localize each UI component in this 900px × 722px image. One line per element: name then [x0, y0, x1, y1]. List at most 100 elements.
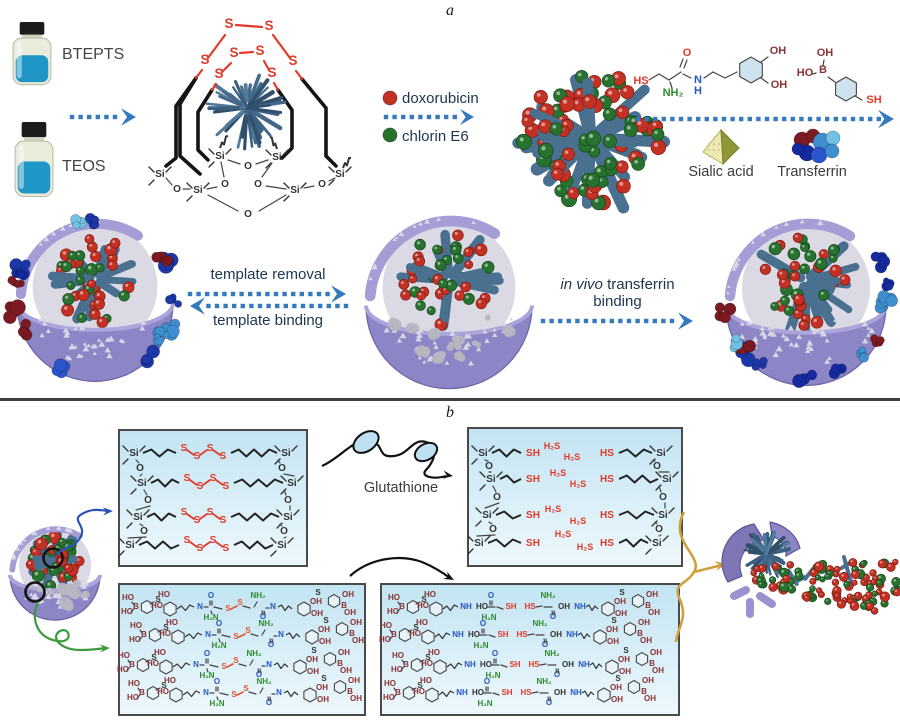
atom-label: S — [181, 507, 188, 518]
atom-label: H₂N — [209, 699, 224, 708]
in-vivo-line2: binding — [593, 293, 642, 310]
in-vivo-rest: transferrin — [602, 276, 675, 293]
atom-label: SH — [526, 474, 540, 485]
atom-label: B — [139, 688, 145, 697]
atom-label: Si — [272, 152, 282, 163]
atom-label: Si — [478, 448, 488, 459]
atom-label: B — [641, 687, 647, 696]
panel-divider — [0, 398, 900, 401]
atom-label: S — [417, 681, 423, 690]
atom-label: O — [278, 463, 286, 474]
atom-label: OH — [316, 683, 328, 692]
atom-label: OH — [550, 630, 562, 639]
atom-label: SH — [526, 538, 540, 549]
atom-label: S — [233, 632, 239, 641]
arrow-imprinting-icon — [635, 109, 894, 129]
degraded-particle-drug-release — [721, 521, 900, 618]
atom-label: HO — [147, 659, 159, 668]
atom-label: NH₂ — [540, 591, 556, 600]
atom-label: O — [489, 524, 497, 535]
transferrin-icon — [791, 128, 841, 164]
atom-label: OH — [306, 655, 318, 664]
atom-label: Si — [125, 540, 135, 551]
atom-label: S — [214, 66, 223, 81]
atom-label: HS — [600, 448, 614, 459]
atom-label: S — [210, 535, 217, 546]
glutathione-label: Glutathione — [363, 480, 439, 496]
sialic-acid-icon — [702, 128, 740, 166]
atom-label: HO — [472, 688, 484, 697]
atom-label: NH₂ — [536, 677, 552, 686]
chlorin-e6-label: chlorin E6 — [402, 128, 469, 145]
atom-label: N — [193, 660, 199, 669]
chlorin-dot — [382, 127, 398, 143]
atom-label: NH₂ — [256, 677, 272, 686]
chlorin-dot-icon — [382, 127, 398, 143]
atom-label: B — [133, 602, 139, 611]
doxorubicin-dot — [382, 90, 398, 106]
atom-label: B — [141, 630, 147, 639]
atom-label: S — [623, 646, 629, 655]
atom-label: O — [244, 161, 252, 172]
atom-label: O — [485, 461, 493, 472]
atom-label: NH₂ — [544, 649, 560, 658]
atom-label: HO — [117, 665, 129, 674]
atom-label: HO — [130, 621, 142, 630]
atom-label: HO — [797, 67, 814, 79]
atom-label: O — [493, 492, 501, 503]
atom-label: H₂N — [203, 613, 218, 622]
template-arrows-icon — [187, 285, 349, 315]
atom-label: O — [550, 612, 556, 621]
atom-label: HS — [528, 660, 540, 669]
arrow-loading-icon — [383, 108, 474, 126]
atom-label: H₂N — [485, 671, 500, 680]
atom-label: OH — [350, 618, 362, 627]
atom-label: OH — [558, 602, 570, 611]
atom-label: B — [337, 659, 343, 668]
atom-label: OH — [340, 666, 352, 675]
atom-label: O — [488, 591, 494, 600]
atom-label: HO — [480, 660, 492, 669]
atom-label: S — [237, 598, 243, 607]
atom-label: S — [194, 451, 201, 462]
atom-label: Si — [137, 478, 147, 489]
atom-label: O — [554, 670, 560, 679]
imprinted-nanoparticle-transferrin — [714, 218, 898, 388]
atom-label: Si — [662, 474, 672, 485]
atom-label: S — [264, 18, 273, 33]
atom-label: NH — [570, 688, 582, 697]
atom-label: Si — [193, 185, 203, 196]
atom-label: OH — [615, 609, 627, 618]
atom-label: HO — [387, 607, 399, 616]
panel-a-label: a — [446, 2, 454, 19]
atom-label: B — [403, 660, 409, 669]
atom-label: S — [197, 481, 204, 492]
atom-label: S — [197, 543, 204, 554]
atom-label: S — [200, 52, 209, 67]
atom-label: HS — [600, 474, 614, 485]
teos-label: TEOS — [62, 158, 106, 175]
atom-label: S — [194, 515, 201, 526]
atom-label: HO — [122, 593, 134, 602]
atom-label: S — [181, 443, 188, 454]
atom-label: S — [207, 507, 214, 518]
panel-b-label: b — [446, 404, 454, 421]
atom-label: S — [421, 595, 427, 604]
atom-label: Si — [129, 448, 139, 459]
atom-label: O — [244, 209, 252, 220]
atom-label: NH₂ — [258, 619, 274, 628]
atom-label: S — [151, 653, 157, 662]
atom-label: O — [280, 526, 288, 537]
atom-label: NH₂ — [246, 649, 262, 658]
atom-label: HO — [424, 590, 436, 599]
atom-label: H₂S — [550, 468, 567, 478]
doxorubicin-label: doxorubicin — [402, 90, 479, 107]
atom-label: S — [210, 473, 217, 484]
atom-label: Si — [474, 538, 484, 549]
in-vivo-binding-label: in vivo transferrin binding — [545, 276, 690, 310]
atom-label: S — [220, 451, 227, 462]
teos-vial-icon — [14, 122, 54, 197]
atom-label: H₂S — [544, 441, 561, 451]
atom-label: HS — [520, 688, 532, 697]
